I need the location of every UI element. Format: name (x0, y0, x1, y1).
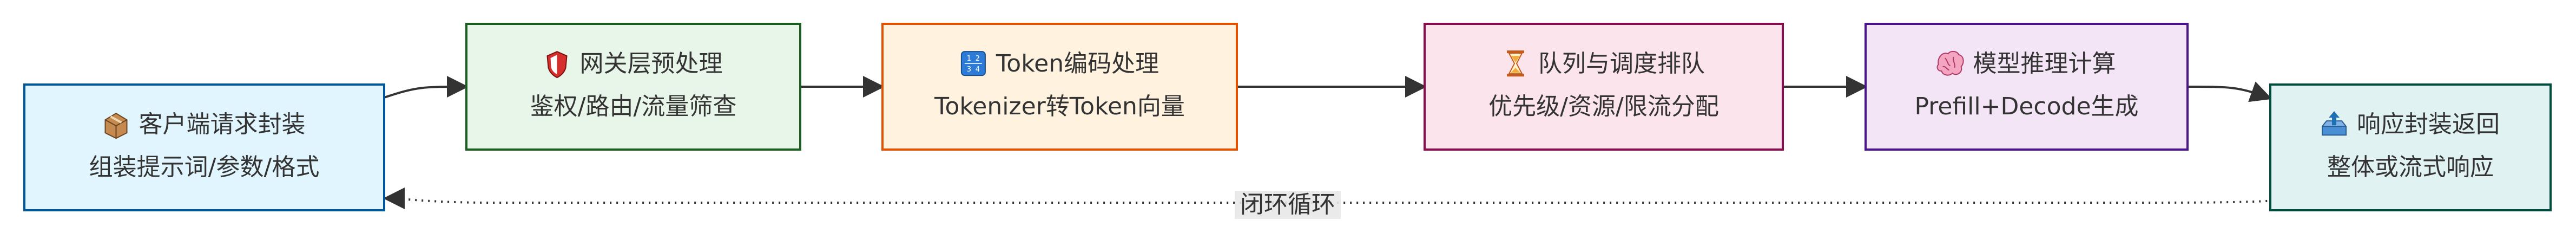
edge-label-background (1235, 191, 1341, 219)
node-title: 网关层预处理 (580, 50, 723, 77)
node-title: Token编码处理 (996, 50, 1159, 77)
edge-client-to-gateway (384, 76, 469, 99)
edge-model-to-response (2187, 81, 2272, 102)
node-subtitle: 组装提示词/参数/格式 (89, 153, 320, 181)
edge-response-to-client (383, 188, 2287, 210)
node-box (1865, 23, 2189, 151)
node-subtitle: 鉴权/路由/流量筛查 (530, 93, 737, 120)
node-model: 模型推理计算 Prefill+Decode生成 (1865, 23, 2189, 151)
edge-label: 闭环循环 (1235, 191, 1341, 219)
number-block-icon (960, 51, 986, 76)
node-token: Token编码处理 Tokenizer转Token向量 (881, 23, 1238, 151)
node-subtitle: 整体或流式响应 (2327, 153, 2494, 181)
node-subtitle: Tokenizer转Token向量 (934, 93, 1185, 120)
node-box (465, 23, 801, 151)
node-box (881, 23, 1238, 151)
node-title: 响应封装返回 (2357, 111, 2500, 138)
node-subtitle: Prefill+Decode生成 (1914, 93, 2138, 120)
node-box (2269, 83, 2552, 211)
node-box (1424, 23, 1784, 151)
edge-label-text: 闭环循环 (1240, 191, 1335, 218)
brain-icon (1936, 50, 1964, 76)
node-subtitle: 优先级/资源/限流分配 (1488, 93, 1719, 120)
edge-labels: 闭环循环 (1235, 191, 1341, 219)
node-box (23, 83, 385, 211)
node-title: 队列与调度排队 (1538, 50, 1705, 77)
edges (383, 76, 2287, 210)
node-title: 模型推理计算 (1973, 50, 2116, 77)
nodes: 客户端请求封装组装提示词/参数/格式网关层预处理鉴权/路由/流量筛查Token编… (23, 23, 2552, 211)
node-title: 客户端请求封装 (139, 111, 306, 138)
